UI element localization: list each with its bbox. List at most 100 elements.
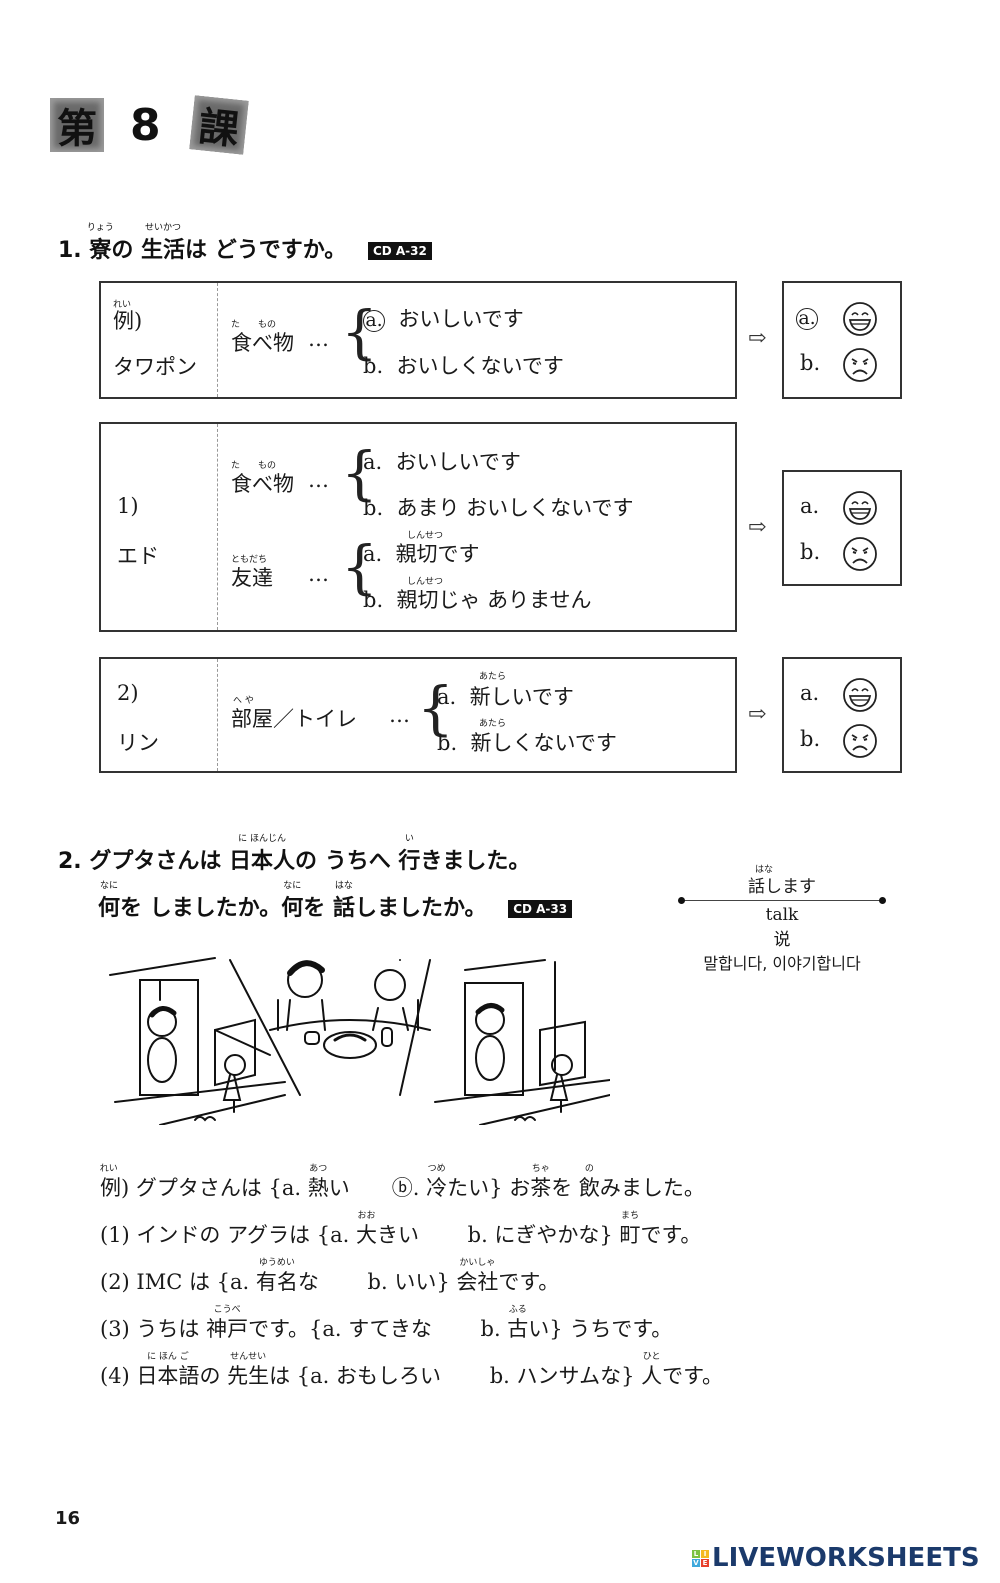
item1-box: 1) エド た もの 食べ物 … { a. おいしいです b. あまり おいしく… bbox=[99, 422, 737, 632]
ruby-word: 冷つめ bbox=[426, 1164, 447, 1202]
option-letter: b. bbox=[363, 354, 384, 378]
text: です。 bbox=[662, 1364, 724, 1388]
item-label: 2) bbox=[117, 681, 139, 705]
ruby-word: 話はな bbox=[333, 881, 355, 922]
item2-box: 2) リン へ や 部屋／トイレ … { あたら a. 新しいです あたら b.… bbox=[99, 657, 737, 773]
ruby: ゆうめい bbox=[258, 1258, 295, 1268]
grid-tile: L bbox=[692, 1549, 700, 1558]
vocab-korean: 말합니다, 이야기합니다 bbox=[703, 954, 861, 973]
topic-label: 友達 bbox=[231, 566, 273, 590]
ruby: つめ bbox=[427, 1164, 446, 1174]
brace: { bbox=[341, 439, 378, 507]
brace: { bbox=[341, 533, 378, 601]
ruby: ひと bbox=[642, 1352, 661, 1362]
text: グプタさんは bbox=[89, 849, 230, 874]
happy-face-icon[interactable] bbox=[842, 490, 878, 526]
cd-track-badge[interactable]: CD A-33 bbox=[508, 900, 573, 918]
sentence-example: 例)れい グプタさんは {a. 熱あつい ⓑ. 冷つめたい} お茶ちゃを 飲のみ… bbox=[100, 1164, 705, 1202]
ruby-word: 何なに bbox=[281, 881, 303, 922]
grid-tile: V bbox=[692, 1558, 700, 1567]
ruby: ちゃ bbox=[531, 1164, 550, 1174]
section2-title-line1: グプタさんは 日本人に ほんじんの うちへ 行いきました。 bbox=[89, 834, 531, 874]
topic-label: 食べ物 bbox=[231, 472, 294, 496]
angry-face-icon[interactable] bbox=[842, 347, 878, 383]
angry-face-icon[interactable] bbox=[842, 536, 878, 572]
vocab-note: はな 話します talk 说 말합니다, 이야기합니다 bbox=[676, 862, 888, 974]
circled-answer: a. bbox=[363, 310, 385, 332]
text: みました。 bbox=[599, 1176, 705, 1200]
option-a[interactable]: a. おいしいです bbox=[363, 446, 521, 476]
option-b[interactable]: b. あまり おいしくないです bbox=[363, 492, 634, 522]
ruby: りょう bbox=[86, 223, 114, 233]
option-text: 親切です bbox=[395, 542, 480, 566]
ruby: せいかつ bbox=[145, 223, 182, 233]
section2-heading-line2: 何なにを しましたか。何なにを 話はなしましたか。 CD A-33 bbox=[98, 881, 573, 922]
ruby-word: 人ひと bbox=[641, 1352, 662, 1390]
ruby: なに bbox=[283, 881, 302, 891]
section1-heading: 1. 寮りょうの 生活せいかつは どうですか。 CD A-32 bbox=[58, 223, 432, 264]
option-letter: b. bbox=[437, 731, 458, 755]
ruby-word: 町まち bbox=[619, 1211, 640, 1249]
section2-title-line2: 何なにを しましたか。何なにを 話はなしましたか。 bbox=[98, 881, 487, 921]
text: です。 bbox=[498, 1270, 560, 1294]
ruby-word: 神戸こうべ bbox=[206, 1305, 248, 1343]
ruby-word: 何なに bbox=[98, 881, 120, 922]
ruby: れい bbox=[113, 300, 132, 310]
ruby-word: 先生せんせい bbox=[227, 1352, 269, 1390]
sentence-2: (2) IMC は {a. 有名ゆうめいな b. いい} 会社かいしゃです。 bbox=[100, 1258, 560, 1296]
happy-face-icon[interactable] bbox=[842, 301, 878, 337]
right-arrow-icon: ⇨ bbox=[748, 326, 767, 351]
answer-a-label: a. bbox=[800, 681, 820, 705]
lesson-number: 8 bbox=[130, 100, 161, 151]
sentence-label: (4) bbox=[100, 1364, 130, 1388]
option-a[interactable]: a. 新しいです bbox=[437, 681, 574, 711]
text: です。 bbox=[640, 1223, 702, 1247]
ruby-word: 生活せいかつ bbox=[141, 223, 185, 264]
divider bbox=[217, 283, 218, 397]
text: は {a. おもしろい b. ハンサムな} bbox=[269, 1364, 642, 1388]
happy-face-icon[interactable] bbox=[842, 677, 878, 713]
section2-heading-line1: 2. グプタさんは 日本人に ほんじんの うちへ 行いきました。 bbox=[58, 834, 531, 875]
option-b[interactable]: b. 親切じゃ ありません bbox=[363, 584, 592, 614]
option-letter: a. bbox=[363, 542, 383, 566]
option-a[interactable]: a. おいしいです bbox=[363, 303, 524, 333]
ruby: ふる bbox=[508, 1305, 527, 1315]
sentence-label: (2) bbox=[100, 1270, 130, 1294]
ellipsis: … bbox=[308, 562, 329, 586]
text: グプタさんは {a. bbox=[129, 1176, 308, 1200]
ruby-word: 有名ゆうめい bbox=[256, 1258, 298, 1296]
lesson-prefix-box: 第 bbox=[50, 98, 104, 152]
example-label: 例) bbox=[113, 309, 143, 333]
vocab-english: talk bbox=[765, 905, 799, 925]
text: を bbox=[551, 1176, 579, 1200]
ruby: しんせつ bbox=[407, 577, 444, 587]
vocab-word: 話します bbox=[748, 877, 816, 897]
option-b[interactable]: b. おいしくないです bbox=[363, 350, 564, 380]
option-b[interactable]: b. 新しくないです bbox=[437, 727, 617, 757]
ellipsis: … bbox=[389, 703, 410, 727]
text: を bbox=[303, 896, 333, 921]
sentence-4: (4) 日本語に ほん ごの 先生せんせいは {a. おもしろい b. ハンサム… bbox=[100, 1352, 724, 1390]
cd-track-badge[interactable]: CD A-32 bbox=[367, 242, 432, 260]
ruby-word: 大おお bbox=[356, 1211, 377, 1249]
ruby-word: 古ふる bbox=[507, 1305, 528, 1343]
ruby: の bbox=[584, 1164, 594, 1174]
ruby: まち bbox=[620, 1211, 639, 1221]
ruby: へ や bbox=[233, 696, 254, 706]
sentence-1: (1) インドの アグラは {a. 大おおきい b. にぎやかな} 町まちです。 bbox=[100, 1211, 702, 1249]
ruby: はな bbox=[754, 865, 773, 875]
text: きました。 bbox=[420, 849, 531, 874]
sentence-3: (3) うちは 神戸こうべです。{a. すてきな b. 古ふるい} うちです。 bbox=[100, 1305, 672, 1343]
text: うちは bbox=[129, 1317, 207, 1341]
ruby: こうべ bbox=[213, 1305, 241, 1315]
text: たい} お bbox=[447, 1176, 531, 1200]
option-text: 親切じゃ ありません bbox=[396, 588, 592, 612]
visit-house-illustration bbox=[109, 957, 610, 1125]
option-a[interactable]: a. 親切です bbox=[363, 538, 480, 568]
grid-tile: I bbox=[701, 1549, 709, 1558]
lesson-suffix: 課 bbox=[196, 104, 241, 154]
text: を しましたか。 bbox=[120, 896, 282, 921]
option-text: おいしいです bbox=[395, 450, 521, 474]
angry-face-icon[interactable] bbox=[842, 723, 878, 759]
